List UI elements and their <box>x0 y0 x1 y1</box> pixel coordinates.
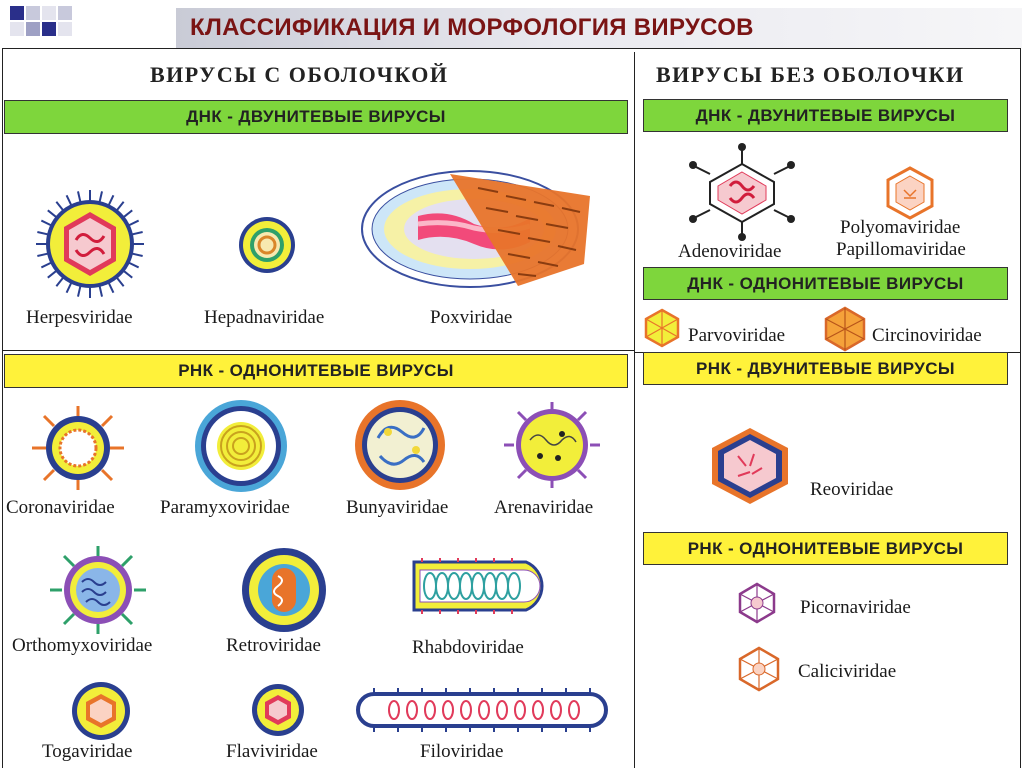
left-column-header: ВИРУСЫ С ОБОЛОЧКОЙ <box>150 62 449 87</box>
frame-right <box>1020 48 1021 768</box>
retro-virus-icon <box>234 546 334 634</box>
title-bar <box>176 8 1022 48</box>
orthomyxo-virus-icon <box>46 544 150 636</box>
herpes-virus-icon <box>34 188 146 300</box>
parvo-label: Parvoviridae <box>688 325 786 346</box>
bunya-label: Bunyaviridae <box>346 497 449 518</box>
right-column-header: ВИРУСЫ БЕЗ ОБОЛОЧКИ <box>656 62 965 87</box>
bunya-virus-icon <box>350 398 450 492</box>
band-right-rna-ds: РНК - ДВУНИТЕВЫЕ ВИРУСЫ <box>643 352 1008 385</box>
rhabdo-virus-icon <box>410 556 558 616</box>
parvo-virus-icon <box>642 308 682 348</box>
adeno-label: Adenoviridae <box>678 241 782 262</box>
retro-label: Retroviridae <box>226 635 321 656</box>
flavi-label: Flaviviridae <box>226 741 318 762</box>
herpes-label: Herpesviridae <box>26 307 133 328</box>
corona-virus-icon <box>28 404 128 492</box>
circino-virus-icon <box>822 306 868 352</box>
hepadna-virus-icon <box>238 216 296 274</box>
reo-virus-icon <box>708 426 792 506</box>
band-right-dna-ds: ДНК - ДВУНИТЕВЫЕ ВИРУСЫ <box>643 99 1008 132</box>
orthomyxo-label: Orthomyxoviridae <box>12 635 153 656</box>
corona-label: Coronaviridae <box>6 497 115 518</box>
rhabdo-label: Rhabdoviridae <box>412 637 524 658</box>
band-left-rna: РНК - ОДНОНИТЕВЫЕ ВИРУСЫ <box>4 354 628 388</box>
reo-label: Reoviridae <box>810 479 894 500</box>
arena-label: Arenaviridae <box>494 497 594 518</box>
paramyxo-virus-icon <box>186 396 296 496</box>
arena-virus-icon <box>500 400 604 490</box>
toga-virus-icon <box>68 680 134 742</box>
hepadna-label: Hepadnaviridae <box>204 307 325 328</box>
filo-label: Filoviridae <box>420 741 504 762</box>
calici-virus-icon <box>736 646 782 692</box>
adeno-virus-icon <box>686 142 798 242</box>
frame-top <box>2 48 1021 49</box>
polyoma-virus-icon <box>884 166 936 220</box>
flavi-virus-icon <box>250 682 306 738</box>
band-right-dna-ss: ДНК - ОДНОНИТЕВЫЕ ВИРУСЫ <box>643 267 1008 300</box>
band-right-rna-ss: РНК - ОДНОНИТЕВЫЕ ВИРУСЫ <box>643 532 1008 565</box>
band-left-dna: ДНК - ДВУНИТЕВЫЕ ВИРУСЫ <box>4 100 628 134</box>
toga-label: Togaviridae <box>42 741 133 762</box>
picorna-virus-icon <box>736 582 778 624</box>
circino-label: Circinoviridae <box>872 325 982 346</box>
frame-divider-left <box>2 350 634 351</box>
frame-divider-vertical <box>634 52 635 768</box>
pox-label: Poxviridae <box>430 307 513 328</box>
frame-left <box>2 48 3 768</box>
paramyxo-label: Paramyxoviridae <box>160 497 290 518</box>
polyoma-label: Polyomaviridae <box>840 217 961 238</box>
filo-virus-icon <box>354 688 610 732</box>
pox-virus-icon <box>358 166 594 292</box>
calici-label: Caliciviridae <box>798 661 897 682</box>
page-title: КЛАССИФИКАЦИЯ И МОРФОЛОГИЯ ВИРУСОВ <box>190 14 754 41</box>
corner-decoration <box>0 0 100 48</box>
papilloma-label: Papillomaviridae <box>836 239 966 260</box>
picorna-label: Picornaviridae <box>800 597 911 618</box>
